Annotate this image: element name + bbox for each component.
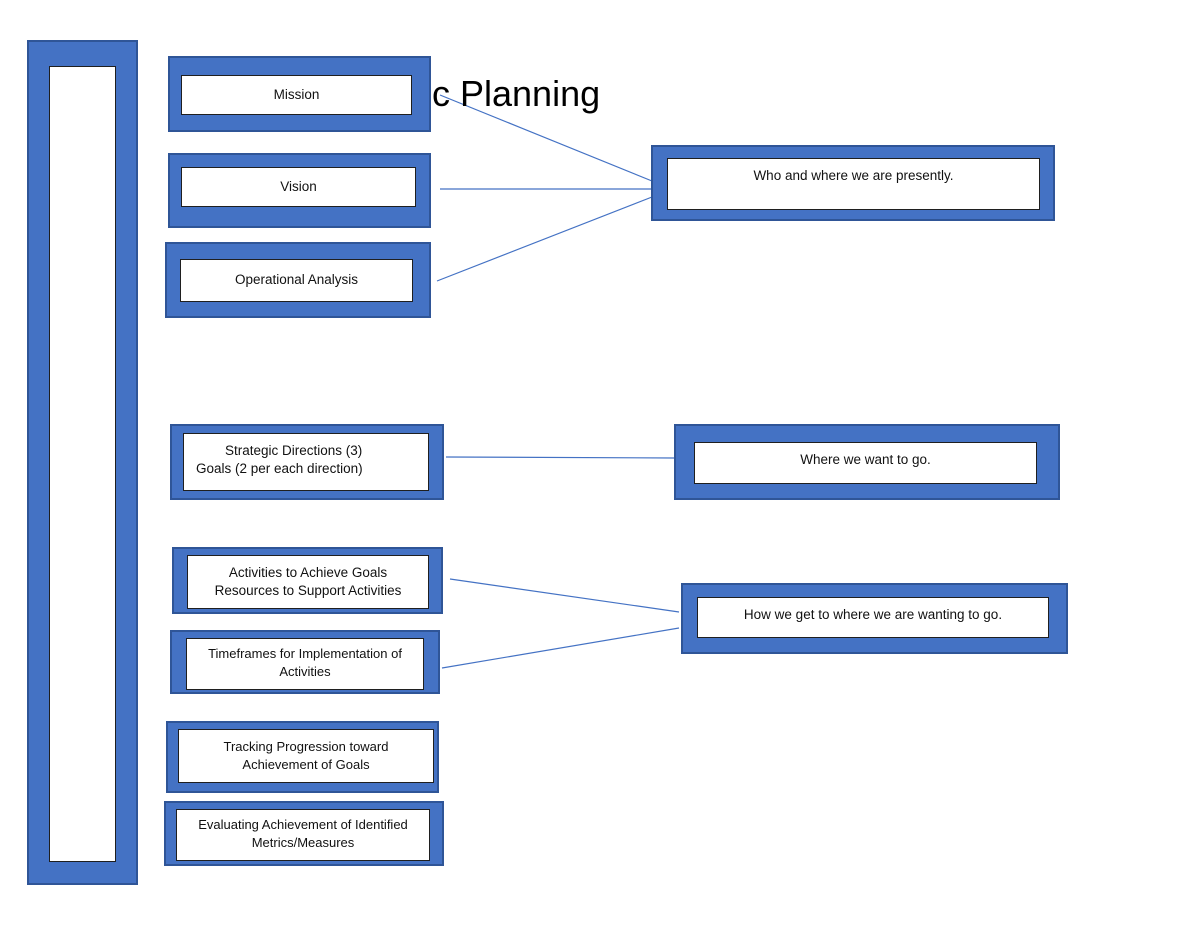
resources-text: Resources to Support Activities [214,583,402,599]
strategic-directions-label: Strategic Directions (3) Goals (2 per ea… [183,433,429,491]
timeframes-text-line2: Activities [279,663,331,679]
evaluating-text-line2: Metrics/Measures [251,834,355,850]
timeframes-text-line1: Timeframes for Implementation of [208,646,402,661]
vision-text: Vision [280,178,317,194]
future-state-label: Where we want to go. [694,442,1037,484]
mission-box: Mission [168,56,431,132]
tracking-label: Tracking Progression toward Achievement … [178,729,434,783]
present-state-label: Who and where we are presently. [667,158,1040,210]
connector-strategic-future [445,456,675,459]
activities-text: Activities to Achieve Goals [228,565,388,580]
connector-activities-how [449,578,680,613]
operational-analysis-text: Operational Analysis [234,272,359,288]
connector-operational-present [436,196,653,282]
vision-label: Vision [181,167,416,207]
tracking-text-line1: Tracking Progression toward [223,739,389,754]
operational-analysis-box: Operational Analysis [165,242,431,318]
vertical-sidebar-inner [49,66,116,862]
activities-resources-label: Activities to Achieve Goals Resources to… [187,555,429,609]
present-state-box: Who and where we are presently. [651,145,1055,221]
goals-text: Goals (2 per each direction) [196,461,363,477]
evaluating-label: Evaluating Achievement of Identified Met… [176,809,430,861]
mission-text: Mission [273,86,320,102]
future-state-box: Where we want to go. [674,424,1060,500]
vertical-sidebar-box [27,40,138,885]
connector-timeframes-how [441,627,680,669]
timeframes-box: Timeframes for Implementation of Activit… [170,630,440,694]
strategic-directions-box: Strategic Directions (3) Goals (2 per ea… [170,424,444,500]
how-label: How we get to where we are wanting to go… [697,597,1049,638]
evaluating-text-line1: Evaluating Achievement of Identified [198,817,408,832]
activities-resources-box: Activities to Achieve Goals Resources to… [172,547,443,614]
how-box: How we get to where we are wanting to go… [681,583,1068,654]
strategic-directions-text: Strategic Directions (3) [225,443,363,458]
tracking-text-line2: Achievement of Goals [242,756,370,772]
how-text: How we get to where we are wanting to go… [743,607,1003,622]
mission-label: Mission [181,75,412,115]
tracking-box: Tracking Progression toward Achievement … [166,721,439,793]
present-state-text: Who and where we are presently. [753,168,954,183]
evaluating-box: Evaluating Achievement of Identified Met… [164,801,444,866]
operational-analysis-label: Operational Analysis [180,259,413,302]
vision-box: Vision [168,153,431,228]
connector-mission-present [439,94,653,182]
timeframes-label: Timeframes for Implementation of Activit… [186,638,424,690]
future-state-text: Where we want to go. [800,452,931,467]
page-title: c Planning [432,73,601,114]
